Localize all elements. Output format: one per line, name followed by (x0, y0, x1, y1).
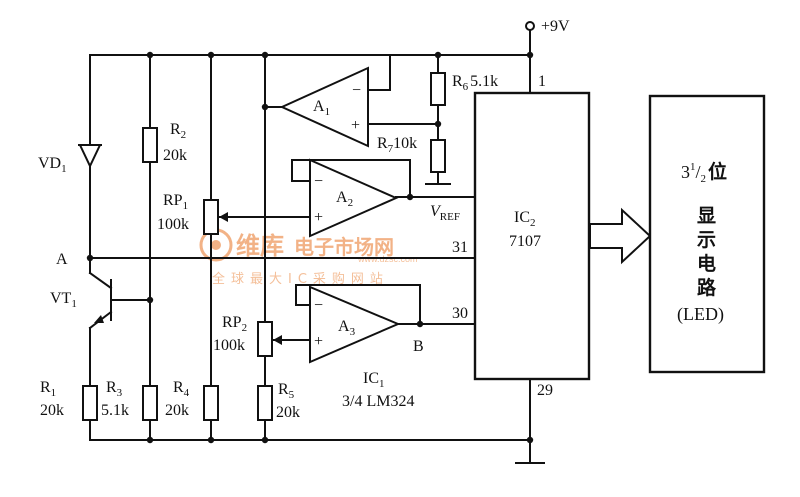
a2-minus-sign: − (314, 173, 323, 190)
potentiometer-rp2 (257, 321, 273, 357)
resistors (82, 72, 446, 421)
resistor-r2 (142, 127, 158, 163)
diode-vd1: VD1 (38, 144, 102, 175)
junction-dot (86, 254, 94, 262)
r5-value: 20k (276, 404, 300, 421)
display-box (648, 94, 766, 374)
emitter-arrow-icon (94, 315, 104, 323)
ic2-chip: IC2 7107 VREF 31 30 29 (430, 91, 591, 399)
a3-label: A3 (338, 318, 356, 338)
vt1-label: VT1 (50, 290, 77, 310)
wiper-arrow-icon (273, 335, 282, 345)
resistor-r5 (257, 385, 273, 421)
supply-terminal: +9V 1 (525, 18, 570, 90)
rp1-value: 100k (157, 216, 189, 233)
resistor-r6 (430, 72, 446, 106)
r5-label: R5 (278, 381, 295, 401)
ic2-part: 7107 (509, 233, 541, 250)
resistor-r3 (142, 385, 158, 421)
ic1-part: 3/4 LM324 (342, 393, 414, 410)
opamp-a2-icon (309, 158, 399, 238)
junction-dot (146, 51, 154, 59)
vd1-label: VD1 (38, 155, 67, 175)
opamp-a2: A2 − + (309, 158, 399, 238)
opamp-a1: A1 − + (279, 66, 369, 148)
node-a-label: A (56, 251, 68, 268)
junction-dot (406, 193, 414, 201)
display-char-2: 示 (697, 229, 716, 251)
junctions (86, 51, 534, 444)
display-char-3: 电 (697, 252, 716, 275)
junction-dot (261, 51, 269, 59)
transistor-vt1: VT1 (50, 271, 113, 341)
node-b-label: B (413, 338, 424, 355)
r3-value: 5.1k (101, 402, 129, 419)
watermark-logo-dot-icon (211, 240, 221, 250)
ic2-box (473, 91, 591, 381)
resistor-r1 (82, 385, 98, 421)
junction-dot (207, 436, 215, 444)
resistor-r4 (203, 385, 219, 421)
resistor-labels: R2 20k RP1 100k R1 20k R3 5.1k R4 20k R5… (40, 73, 498, 421)
a1-plus-sign: + (351, 117, 360, 134)
r3-label: R3 (106, 379, 123, 399)
a3-plus-sign: + (314, 333, 323, 350)
junction-dot (146, 436, 154, 444)
r2-value: 20k (163, 147, 187, 164)
resistor-r7 (430, 139, 446, 173)
vref-label: VREF (430, 203, 460, 223)
r2-label: R2 (170, 121, 186, 141)
a1-minus-sign: − (352, 82, 361, 99)
wiper-arrow-icon (219, 212, 228, 222)
display-char-4: 路 (697, 276, 717, 299)
junction-dot (434, 51, 442, 59)
junction-dot (261, 436, 269, 444)
watermark-site: 电子市场网 (294, 235, 394, 259)
a3-minus-sign: − (314, 297, 323, 314)
display-led-label: (LED) (677, 304, 724, 325)
rp1-label: RP1 (163, 192, 188, 212)
a2-plus-sign: + (314, 209, 323, 226)
ic1-label: IC1 (363, 370, 385, 390)
ic2-label: IC2 (514, 209, 536, 229)
rp2-label: RP2 (222, 314, 247, 334)
r4-value: 20k (165, 402, 189, 419)
watermark-slogan: 全球最大IC采购网站 (212, 271, 389, 287)
junction-dot (526, 51, 534, 59)
watermark-brand: 维库 (236, 232, 284, 260)
potentiometer-rp1 (203, 199, 219, 235)
ic2-pin31-label: 31 (452, 239, 468, 256)
wires (89, 29, 652, 464)
ic2-pin29-label: 29 (537, 382, 553, 399)
ic2-pin30-label: 30 (452, 305, 468, 322)
junction-dot (207, 51, 215, 59)
junction-dot (261, 103, 269, 111)
junction-dot (434, 120, 442, 128)
junction-dot (416, 320, 424, 328)
a2-label: A2 (336, 189, 353, 209)
r1-label: R1 (40, 379, 56, 399)
opamp-a1-icon (279, 66, 369, 148)
r1-value: 20k (40, 402, 64, 419)
diode-icon (78, 144, 102, 169)
supply-terminal-icon (525, 21, 535, 31)
r4-label: R4 (173, 379, 190, 399)
ic2-pin1-label: 1 (538, 73, 546, 90)
r7-label: R710k (377, 135, 417, 155)
opamp-a3: A3 − + (309, 285, 401, 364)
a1-label: A1 (313, 98, 330, 118)
junction-dot (526, 436, 534, 444)
rp2-value: 100k (213, 337, 245, 354)
junction-dot (146, 296, 154, 304)
opamp-a3-icon (309, 285, 401, 364)
display-char-1: 显 (697, 205, 716, 227)
supply-label: +9V (541, 18, 570, 35)
